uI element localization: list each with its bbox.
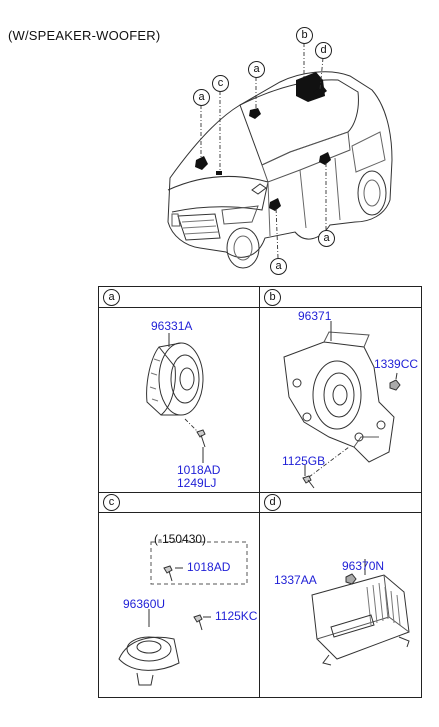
panel-c-badge: c [103,494,120,511]
callout-a-rear: a [318,230,335,247]
part-96370N: 96370N [342,559,385,573]
callout-a-left: a [193,89,210,106]
part-1125KC: 1125KC [215,609,258,623]
part-96371: 96371 [298,309,332,323]
part-96331A: 96331A [151,319,193,333]
callout-b: b [296,27,313,44]
part-1018AD-a: 1018AD [177,463,221,477]
part-1337AA: 1337AA [274,573,317,587]
part-1249LJ: 1249LJ [177,476,217,490]
date-note: (-150430) [154,532,207,546]
parts-grid: a b c d 96331A 1018AD 1249LJ [98,286,422,698]
callout-d: d [315,42,332,59]
panel-b-badge: b [264,289,281,306]
part-96360U: 96360U [123,597,166,611]
callout-c: c [212,75,229,92]
grid-divider-horizontal [99,492,421,493]
panel-d-badge: d [264,494,281,511]
part-1125GB: 1125GB [282,454,326,468]
callout-a-front: a [270,258,287,275]
panel-d-drawing [311,559,410,666]
header-line-top [99,307,421,308]
vehicle-illustration [167,43,393,269]
diagram-title: (W/SPEAKER-WOOFER) [8,28,161,43]
panel-a-badge: a [103,289,120,306]
header-line-bottom [99,512,421,513]
panel-a-drawing [146,333,206,463]
panel-c-drawing [118,541,248,686]
callout-a-roof: a [248,61,265,78]
part-1339CC: 1339CC [374,357,419,371]
part-1018AD-c: 1018AD [187,560,231,574]
panel-b-drawing [283,321,401,489]
